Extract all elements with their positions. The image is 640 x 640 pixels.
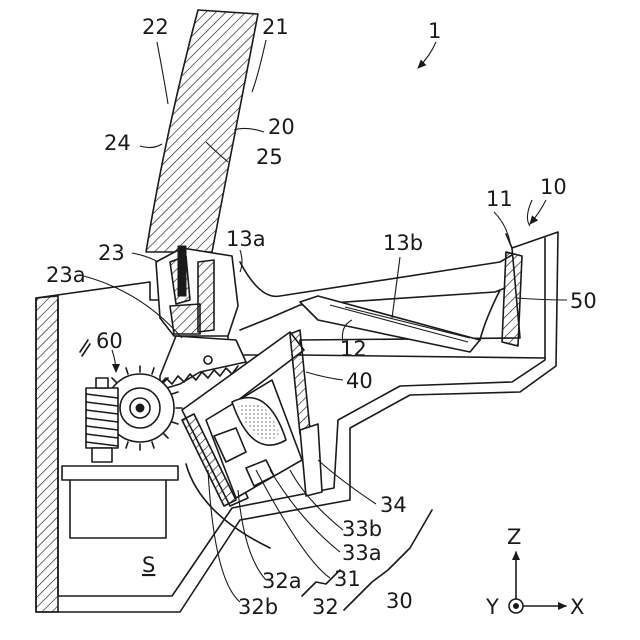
label-windshield: 20 — [268, 115, 295, 139]
label-mirror-b: 32b — [238, 595, 278, 619]
label-projection-unit: 30 — [386, 589, 413, 613]
housing-left-wall — [36, 296, 58, 612]
label-edge-24: 24 — [104, 131, 131, 155]
worm-collar — [92, 448, 112, 462]
worm-shaft — [96, 378, 108, 388]
label-lens-a: 33a — [342, 541, 382, 565]
axis-y-label: Y — [485, 595, 499, 619]
label-housing: 10 — [540, 175, 567, 199]
axis-x-label: X — [570, 595, 584, 619]
label-frame-rack: 23a — [46, 263, 86, 287]
axis-z-label: Z — [507, 525, 521, 549]
device-arrow — [418, 42, 436, 68]
label-mirror-a: 32a — [262, 569, 302, 593]
housing-arrow — [530, 200, 546, 224]
rack-pivot — [204, 356, 212, 364]
label-device: 1 — [428, 19, 441, 43]
label-outer-surface: 21 — [262, 15, 289, 39]
reflector — [502, 252, 522, 346]
motor — [62, 466, 178, 538]
duct-bracket — [480, 290, 500, 340]
label-reflector: 50 — [570, 289, 597, 313]
frame-insert — [178, 246, 186, 296]
coordinate-axes: Z Y X — [485, 525, 584, 619]
gear-axle — [136, 404, 144, 412]
label-mirror-unit: 32 — [312, 595, 339, 619]
label-frame: 23 — [98, 241, 125, 265]
label-duct: 12 — [340, 337, 367, 361]
label-drive-gear: 60 — [96, 329, 123, 353]
label-holder: 34 — [380, 493, 407, 517]
label-window-edge: 11 — [486, 187, 513, 211]
label-screen: 40 — [346, 369, 373, 393]
label-lens-b: 33b — [342, 517, 382, 541]
label-edge-25: 25 — [256, 145, 283, 169]
duct-upper — [240, 255, 512, 296]
windshield — [146, 10, 258, 252]
label-light-source: 31 — [334, 567, 361, 591]
label-inner-surface: 22 — [142, 15, 169, 39]
label-duct-opening-a: 13a — [226, 227, 266, 251]
label-space: S — [142, 553, 155, 577]
label-duct-opening-b: 13b — [383, 231, 423, 255]
